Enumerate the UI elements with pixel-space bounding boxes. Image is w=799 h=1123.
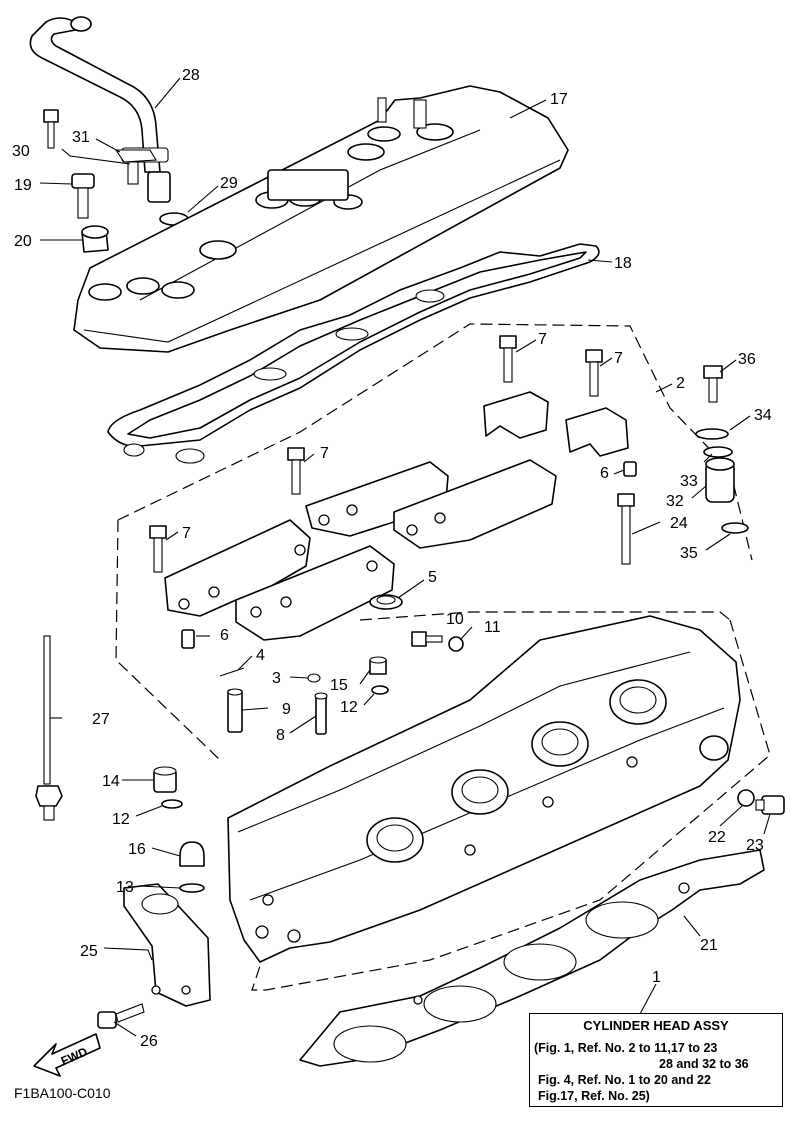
callout-21: 21 bbox=[700, 937, 718, 954]
callout-5: 5 bbox=[428, 569, 437, 586]
washer-34 bbox=[695, 428, 729, 440]
bolt-30 bbox=[43, 109, 59, 149]
callout-7-d: 7 bbox=[182, 525, 191, 542]
callout-numbers: 28 17 31 30 29 19 20 18 7 7 36 2 34 7 6 … bbox=[12, 67, 772, 1050]
callout-29: 29 bbox=[220, 175, 238, 192]
washer-12-lower bbox=[161, 799, 183, 809]
plug-bolt-23 bbox=[755, 795, 785, 815]
callout-34: 34 bbox=[754, 407, 772, 424]
camshaft-cap-small-2 bbox=[565, 407, 629, 457]
callout-7-a: 7 bbox=[538, 331, 547, 348]
callout-19: 19 bbox=[14, 177, 32, 194]
callout-6-a: 6 bbox=[220, 627, 229, 644]
callout-23: 23 bbox=[746, 837, 764, 854]
figure-code: F1BA100-C010 bbox=[14, 1085, 111, 1101]
callout-22: 22 bbox=[708, 829, 726, 846]
cylinder-head-gasket bbox=[299, 849, 765, 1067]
o-ring-35 bbox=[721, 522, 749, 534]
callout-30: 30 bbox=[12, 143, 30, 160]
dowel-pin-6-b bbox=[623, 461, 637, 477]
callout-8: 8 bbox=[276, 727, 285, 744]
cylinder-head-outline-top bbox=[359, 611, 731, 621]
valve-guide-clip-4 bbox=[219, 667, 245, 677]
assembly-line-4: Fig.17, Ref. No. 25) bbox=[538, 1089, 650, 1103]
dowel-pin-6-a bbox=[181, 629, 195, 649]
sleeve-32 bbox=[705, 457, 735, 503]
callout-27: 27 bbox=[92, 711, 110, 728]
bolt-7-b bbox=[585, 349, 603, 397]
nut-15 bbox=[369, 656, 387, 675]
hose-clamp bbox=[114, 149, 157, 185]
bolt-19 bbox=[71, 173, 95, 219]
callout-7-c: 7 bbox=[320, 445, 329, 462]
bolt-7-c bbox=[287, 447, 305, 495]
assembly-title: CYLINDER HEAD ASSY bbox=[583, 1018, 729, 1033]
callout-12-b: 12 bbox=[112, 811, 130, 828]
cable-tie-27 bbox=[35, 635, 63, 821]
callout-24: 24 bbox=[670, 515, 688, 532]
assembly-reference-box: CYLINDER HEAD ASSY (Fig. 1, Ref. No. 2 t… bbox=[529, 1013, 783, 1107]
circlip-3 bbox=[307, 673, 321, 683]
callout-25: 25 bbox=[80, 943, 98, 960]
callout-11: 11 bbox=[484, 619, 501, 636]
camshaft-cap-rear-left bbox=[305, 459, 557, 549]
bolt-10 bbox=[411, 631, 443, 647]
stud-nut-14 bbox=[153, 766, 177, 793]
washer-12-upper bbox=[371, 685, 389, 695]
callout-9: 9 bbox=[282, 701, 291, 718]
washer-13 bbox=[179, 883, 205, 893]
callout-12-a: 12 bbox=[340, 699, 358, 716]
callout-14: 14 bbox=[102, 773, 120, 790]
assembly-line-2: 28 and 32 to 36 bbox=[659, 1057, 749, 1071]
callout-36: 36 bbox=[738, 351, 756, 368]
cap-group-outline-left bbox=[115, 519, 221, 761]
callout-13: 13 bbox=[116, 879, 134, 896]
bolt-26 bbox=[97, 1003, 145, 1029]
bolt-7-a bbox=[499, 335, 517, 383]
valve-guide-8 bbox=[314, 692, 328, 735]
camshaft-cap-small-1 bbox=[483, 391, 549, 439]
camshaft-cap-front-left bbox=[164, 519, 395, 641]
callout-28: 28 bbox=[182, 67, 200, 84]
o-ring-33 bbox=[703, 446, 733, 458]
callout-15: 15 bbox=[330, 677, 348, 694]
cylinder-head-cover bbox=[73, 85, 569, 353]
valve-guide-9 bbox=[227, 688, 243, 733]
callout-18: 18 bbox=[614, 255, 632, 272]
leader-lines bbox=[39, 77, 771, 1037]
cylinder-head-outline bbox=[251, 619, 771, 991]
callout-16: 16 bbox=[128, 841, 146, 858]
callout-6-b: 6 bbox=[600, 465, 609, 482]
bolt-7-d bbox=[149, 525, 167, 573]
cap-nut-16 bbox=[179, 841, 205, 867]
callout-3: 3 bbox=[272, 670, 281, 687]
bolt-24 bbox=[617, 493, 635, 565]
callout-32: 32 bbox=[666, 493, 684, 510]
callout-33: 33 bbox=[680, 473, 698, 490]
oil-seal-5 bbox=[369, 594, 403, 610]
callout-35: 35 bbox=[680, 545, 698, 562]
washer-22 bbox=[737, 789, 755, 807]
bolt-36 bbox=[703, 365, 723, 403]
forward-direction-arrow: FWD bbox=[33, 1033, 101, 1077]
callout-2: 2 bbox=[676, 375, 685, 392]
cylinder-head bbox=[227, 615, 741, 963]
assembly-line-1: (Fig. 1, Ref. No. 2 to 11,17 to 23 bbox=[534, 1041, 718, 1055]
callout-26: 26 bbox=[140, 1033, 158, 1050]
callout-20: 20 bbox=[14, 233, 32, 250]
callout-4: 4 bbox=[256, 647, 265, 664]
callout-10: 10 bbox=[446, 611, 464, 628]
callout-1: 1 bbox=[652, 969, 661, 986]
washer-11 bbox=[448, 636, 464, 652]
fwd-label: FWD bbox=[59, 1044, 90, 1068]
bracket-25 bbox=[123, 883, 211, 1007]
grommet-20 bbox=[81, 225, 109, 253]
callout-17: 17 bbox=[550, 91, 568, 108]
callout-7-b: 7 bbox=[614, 350, 623, 367]
assembly-line-3: Fig. 4, Ref. No. 1 to 20 and 22 bbox=[538, 1073, 711, 1087]
callout-31: 31 bbox=[72, 129, 90, 146]
